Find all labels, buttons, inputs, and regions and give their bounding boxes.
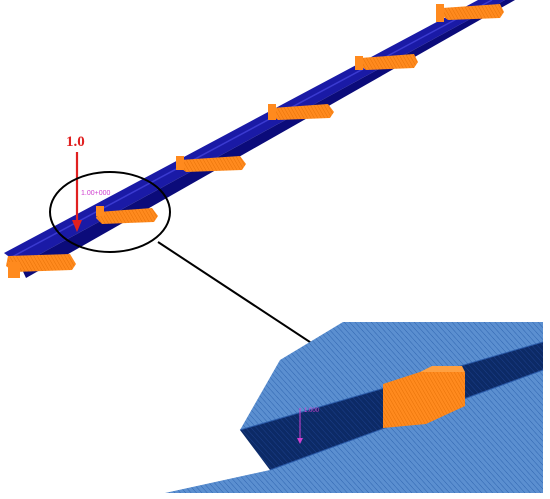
load-arrow [72, 152, 82, 232]
zoom-beam-light-lower [165, 370, 543, 493]
node-label: 1.00+000 [81, 190, 110, 197]
beam-edge [9, 0, 493, 259]
zoom-beam-light-upper [240, 322, 543, 430]
support-1 [6, 254, 76, 278]
support-6 [436, 4, 504, 22]
support-4 [268, 104, 334, 120]
support-2 [96, 206, 158, 224]
load-value-label: 1.0 [66, 134, 85, 150]
zoom-detail-view: 1.000 [165, 322, 544, 493]
support-5 [355, 54, 418, 70]
zoom-support-block [383, 366, 465, 428]
support-3 [176, 156, 246, 172]
zoom-node-label: 1.000 [304, 408, 320, 414]
supports [6, 4, 504, 278]
beam-side-face [20, 0, 515, 278]
highlight-ellipse [49, 171, 171, 253]
